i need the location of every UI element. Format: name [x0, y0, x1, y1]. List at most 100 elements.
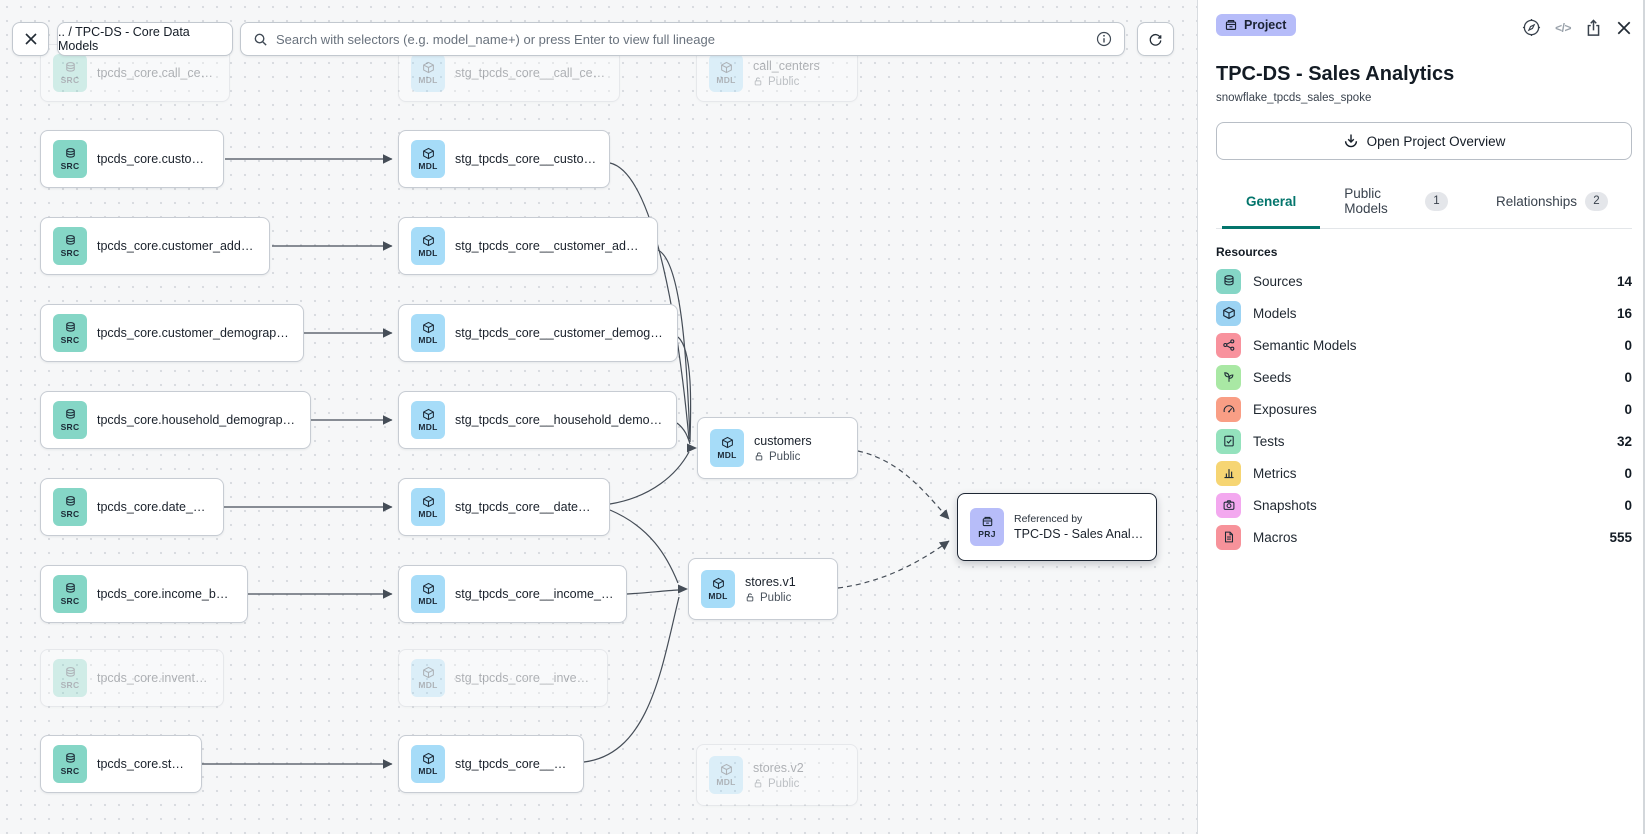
resource-row-semantic-models[interactable]: Semantic Models 0 — [1216, 329, 1632, 361]
source-badge: SRC — [53, 140, 87, 178]
breadcrumb[interactable]: .. / TPC-DS - Core Data Models — [57, 22, 233, 56]
panel-scrollbar[interactable] — [1643, 0, 1645, 834]
cube-icon — [422, 147, 434, 160]
graph-node-pub-stores-v2[interactable]: MDL stores.v2 Public — [696, 744, 858, 806]
node-label: stg_tpcds_core__customer_demogra… — [455, 326, 665, 340]
resource-count: 14 — [1616, 273, 1632, 289]
graph-node-src-income-band[interactable]: SRC tpcds_core.income_band — [40, 565, 248, 623]
graph-node-pub-customers[interactable]: MDL customers Public — [697, 417, 858, 479]
camera-icon — [1216, 492, 1241, 518]
search-icon — [254, 33, 267, 46]
search-input[interactable] — [276, 31, 1088, 47]
project-details-panel: Project </> TPC-DS - Sales Analytics sno… — [1197, 0, 1648, 834]
tab-public-models[interactable]: Public Models 1 — [1320, 176, 1472, 228]
model-badge: MDL — [411, 401, 445, 439]
node-label: tpcds_core.customer — [97, 152, 211, 166]
node-label: stg_tpcds_core__inventory — [455, 671, 595, 685]
node-label: stg_tpcds_core__household_demogr… — [455, 413, 664, 427]
project-type-badge: Project — [1216, 14, 1297, 36]
cube-icon — [721, 436, 733, 449]
graph-node-mdl-date-dim[interactable]: MDL stg_tpcds_core__date_dim — [398, 478, 610, 536]
refresh-button[interactable] — [1137, 22, 1174, 56]
node-label: tpcds_core.inventory — [97, 671, 211, 685]
resource-row-macros[interactable]: Macros 555 — [1216, 521, 1632, 553]
graph-node-mdl-inventory[interactable]: MDL stg_tpcds_core__inventory — [398, 649, 608, 707]
model-badge: MDL — [411, 488, 445, 526]
graph-node-mdl-store[interactable]: MDL stg_tpcds_core__store — [398, 735, 584, 793]
resource-row-models[interactable]: Models 16 — [1216, 297, 1632, 329]
resource-count: 0 — [1624, 337, 1632, 353]
tab-count-badge: 2 — [1585, 191, 1608, 211]
cube-icon — [422, 234, 434, 247]
graph-node-src-inventory[interactable]: SRC tpcds_core.inventory — [40, 649, 224, 707]
cube-icon — [422, 61, 434, 74]
cube-icon — [720, 763, 732, 776]
unlock-icon — [746, 593, 754, 602]
tab-general[interactable]: General — [1222, 176, 1321, 229]
semantic-graph-icon — [1216, 332, 1241, 358]
cube-icon — [422, 752, 434, 765]
resource-count: 0 — [1624, 401, 1632, 417]
panel-title: TPC-DS - Sales Analytics — [1216, 63, 1455, 85]
public-access-label: Public — [745, 592, 796, 604]
document-icon — [1216, 524, 1241, 550]
cube-icon — [712, 577, 724, 590]
graph-node-src-customer-address[interactable]: SRC tpcds_core.customer_address — [40, 217, 270, 275]
resource-row-exposures[interactable]: Exposures 0 — [1216, 393, 1632, 425]
node-label: tpcds_core.customer_address — [97, 239, 257, 253]
node-label: tpcds_core.date_dim — [97, 500, 211, 514]
project-icon — [982, 516, 992, 527]
model-badge: MDL — [710, 429, 744, 467]
unlock-icon — [754, 779, 762, 788]
lineage-canvas[interactable]: SRC tpcds_core.call_center MDL stg_tpcds… — [0, 0, 1197, 834]
graph-node-src-customer[interactable]: SRC tpcds_core.customer — [40, 130, 224, 188]
close-panel-icon[interactable] — [1616, 20, 1632, 36]
view-code-icon[interactable]: </> — [1555, 20, 1571, 35]
tab-relationships[interactable]: Relationships 2 — [1472, 176, 1632, 228]
resource-row-tests[interactable]: Tests 32 — [1216, 425, 1632, 457]
model-badge: MDL — [411, 54, 445, 92]
close-lineage-button[interactable] — [12, 22, 49, 56]
model-badge: MDL — [411, 140, 445, 178]
database-icon — [65, 322, 75, 332]
source-badge: SRC — [53, 54, 87, 92]
graph-node-mdl-customer[interactable]: MDL stg_tpcds_core__customer — [398, 130, 610, 188]
graph-node-src-date-dim[interactable]: SRC tpcds_core.date_dim — [40, 478, 224, 536]
open-project-overview-button[interactable]: Open Project Overview — [1216, 122, 1632, 160]
resource-row-metrics[interactable]: Metrics 0 — [1216, 457, 1632, 489]
source-badge: SRC — [53, 745, 87, 783]
database-icon — [65, 409, 75, 419]
model-badge: MDL — [411, 227, 445, 265]
node-label: stg_tpcds_core__date_dim — [455, 500, 597, 514]
project-badge: PRJ — [970, 508, 1004, 546]
public-access-label: Public — [753, 76, 820, 88]
graph-node-mdl-customer-address[interactable]: MDL stg_tpcds_core__customer_address — [398, 217, 658, 275]
lineage-edges — [202, 154, 950, 769]
source-badge: SRC — [53, 659, 87, 697]
info-icon[interactable] — [1096, 31, 1112, 47]
model-badge: MDL — [709, 54, 743, 92]
explore-lineage-icon[interactable] — [1522, 18, 1541, 37]
model-badge: MDL — [411, 575, 445, 613]
unlock-icon — [754, 77, 762, 86]
model-badge: MDL — [411, 314, 445, 352]
resource-row-seeds[interactable]: Seeds 0 — [1216, 361, 1632, 393]
graph-node-src-household-demographics[interactable]: SRC tpcds_core.household_demographics — [40, 391, 311, 449]
project-icon — [1225, 20, 1237, 30]
resource-row-snapshots[interactable]: Snapshots 0 — [1216, 489, 1632, 521]
graph-node-pub-stores-v1[interactable]: MDL stores.v1 Public — [688, 558, 838, 620]
graph-node-mdl-household-demographics[interactable]: MDL stg_tpcds_core__household_demogr… — [398, 391, 677, 449]
graph-node-src-customer-demographics[interactable]: SRC tpcds_core.customer_demographics — [40, 304, 304, 362]
cube-icon — [422, 321, 434, 334]
clipboard-check-icon — [1216, 428, 1241, 454]
graph-node-mdl-customer-demographics[interactable]: MDL stg_tpcds_core__customer_demogra… — [398, 304, 678, 362]
graph-node-src-store[interactable]: SRC tpcds_core.store — [40, 735, 202, 793]
model-badge: MDL — [709, 756, 743, 794]
graph-node-project-referenced[interactable]: PRJ Referenced by TPC-DS - Sales Analyti… — [957, 493, 1157, 561]
database-icon — [65, 496, 75, 506]
share-icon[interactable] — [1585, 18, 1602, 37]
graph-node-mdl-income-band[interactable]: MDL stg_tpcds_core__income_band — [398, 565, 627, 623]
resource-row-sources[interactable]: Sources 14 — [1216, 265, 1632, 297]
resource-count: 32 — [1616, 433, 1632, 449]
database-icon — [1216, 268, 1241, 294]
